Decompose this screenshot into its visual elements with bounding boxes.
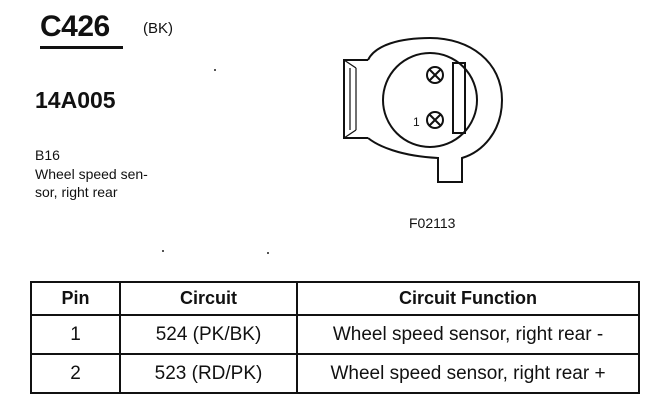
pin-table: Pin Circuit Circuit Function 1 524 (PK/B… — [30, 281, 640, 394]
cell-circuit-function: Wheel speed sensor, right rear - — [296, 314, 640, 355]
component-id: B16 — [35, 147, 60, 163]
cell-pin: 2 — [30, 353, 121, 394]
header-pin: Pin — [30, 281, 121, 316]
scan-speck — [162, 250, 164, 252]
component-description: Wheel speed sen- sor, right rear — [35, 165, 185, 201]
connector-housing-inner — [349, 68, 357, 130]
scan-speck — [214, 69, 216, 71]
connector-id-underline — [40, 46, 123, 49]
connector-face — [382, 52, 478, 148]
cell-pin: 1 — [30, 314, 121, 355]
header-circuit: Circuit — [119, 281, 298, 316]
connector-housing — [343, 59, 368, 139]
pin-2-icon — [426, 66, 444, 84]
cell-circuit: 524 (PK/BK) — [119, 314, 298, 355]
locking-tab — [452, 62, 466, 134]
pin-1-icon — [426, 111, 444, 129]
component-description-line: Wheel speed sen- — [35, 166, 148, 182]
connector-color: (BK) — [143, 20, 173, 37]
scan-speck — [267, 252, 269, 254]
header-circuit-function: Circuit Function — [296, 281, 640, 316]
cell-circuit-function: Wheel speed sensor, right rear + — [296, 353, 640, 394]
connector-face-diagram: 1 — [343, 36, 504, 183]
cell-circuit: 523 (RD/PK) — [119, 353, 298, 394]
connector-body-outer — [367, 36, 504, 183]
part-number: 14A005 — [35, 87, 116, 113]
table-header-row: Pin Circuit Circuit Function — [30, 281, 640, 316]
figure-id: F02113 — [409, 215, 456, 231]
component-description-line: sor, right rear — [35, 184, 118, 200]
pin-1-label: 1 — [413, 115, 420, 129]
table-row: 1 524 (PK/BK) Wheel speed sensor, right … — [30, 314, 640, 355]
table-row: 2 523 (RD/PK) Wheel speed sensor, right … — [30, 353, 640, 394]
connector-id: C426 — [40, 10, 110, 43]
